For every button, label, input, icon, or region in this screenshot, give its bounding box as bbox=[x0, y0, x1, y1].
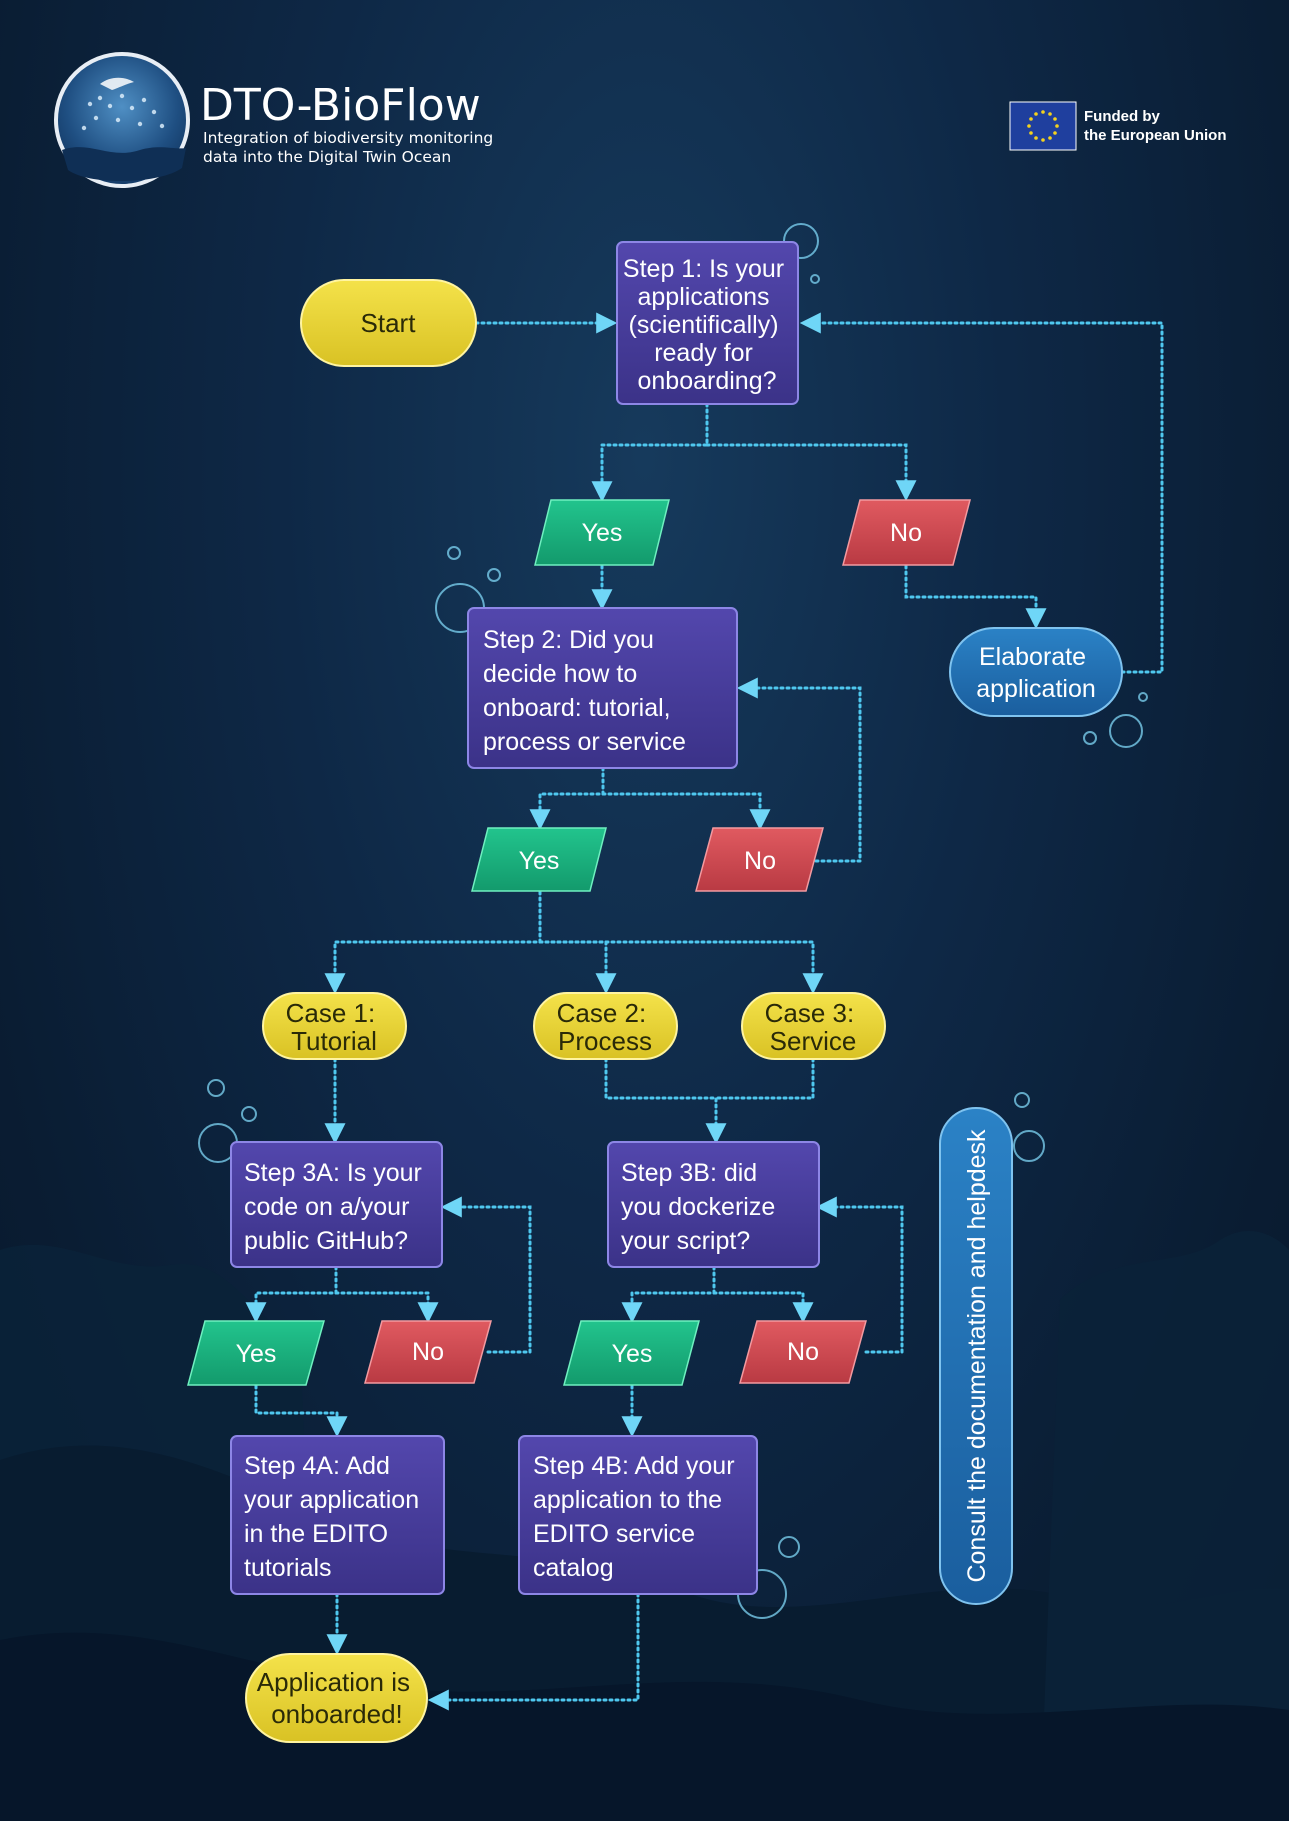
case3-text: Case 3: Service bbox=[765, 998, 862, 1056]
connector-step4b-to-onboarded bbox=[427, 1592, 640, 1711]
no2-label: No bbox=[744, 847, 776, 875]
brand-subtitle-line1: Integration of biodiversity monitoring bbox=[203, 129, 493, 147]
brand-title: DTO-BioFlow bbox=[200, 80, 481, 131]
no1-label: No bbox=[890, 519, 922, 547]
case1-terminal: Case 1: Tutorial bbox=[262, 992, 407, 1060]
step4a-text: Step 4A: Add your application in the EDI… bbox=[244, 1452, 426, 1582]
connector-step1-to-no1 bbox=[705, 443, 917, 502]
step3a-text: Step 3A: Is your code on a/your public G… bbox=[244, 1159, 429, 1255]
case3-terminal: Case 3: Service bbox=[741, 992, 886, 1060]
brand-logo bbox=[54, 52, 190, 188]
connector-case3-merge bbox=[714, 1057, 815, 1100]
connector-no3a-to-step3a bbox=[440, 1196, 532, 1354]
yes1-label: Yes bbox=[582, 519, 623, 547]
bubbles-decoration bbox=[198, 223, 1148, 1619]
elaborate-process: Elaborate application bbox=[949, 627, 1123, 717]
connector-case2-merge bbox=[604, 1057, 727, 1145]
elaborate-text: Elaborate application bbox=[976, 643, 1096, 703]
helpdesk-label: Consult the documentation and helpdesk bbox=[963, 1129, 991, 1583]
yes2-branch: Yes bbox=[471, 827, 607, 892]
connector-step2-split bbox=[529, 766, 605, 831]
step3a-decision: Step 3A: Is your code on a/your public G… bbox=[230, 1141, 443, 1268]
brand-subtitle-line2: data into the Digital Twin Ocean bbox=[203, 148, 451, 166]
case2-terminal: Case 2: Process bbox=[533, 992, 678, 1060]
yes2-label: Yes bbox=[519, 847, 560, 875]
no3a-branch: No bbox=[364, 1320, 492, 1384]
connector-step3a-split bbox=[245, 1265, 338, 1324]
step3b-decision: Step 3B: did you dockerize your script? bbox=[607, 1141, 820, 1268]
no3b-label: No bbox=[787, 1338, 819, 1366]
onboarded-terminal: Application is onboarded! bbox=[245, 1653, 428, 1743]
step3b-text: Step 3B: did you dockerize your script? bbox=[621, 1159, 782, 1255]
connector-step3b-split bbox=[621, 1265, 716, 1324]
eu-flag bbox=[1009, 101, 1077, 151]
step1-decision: Step 1: Is your applications (scientific… bbox=[616, 241, 799, 405]
connector-no2-to-step2 bbox=[736, 677, 862, 863]
connector-step2-to-no2 bbox=[601, 792, 771, 831]
onboarded-text: Application is onboarded! bbox=[257, 1667, 417, 1729]
step2-decision: Step 2: Did you decide how to onboard: t… bbox=[467, 607, 738, 769]
no3b-branch: No bbox=[739, 1320, 867, 1384]
connector-step1-split bbox=[591, 402, 709, 503]
case1-text: Case 1: Tutorial bbox=[286, 998, 383, 1056]
connector-yes2-to-case3 bbox=[538, 940, 824, 995]
yes3b-label: Yes bbox=[612, 1340, 653, 1368]
yes1-branch: Yes bbox=[534, 499, 670, 566]
step1-text: Step 1: Is your applications (scientific… bbox=[623, 255, 791, 395]
connector-no1-to-elaborate bbox=[904, 564, 1047, 630]
yes3b-branch: Yes bbox=[563, 1320, 700, 1386]
connector-step3b-to-no3b bbox=[712, 1291, 814, 1324]
yes3a-label: Yes bbox=[236, 1340, 277, 1368]
connector-yes3a-to-step4a bbox=[254, 1384, 348, 1438]
connector-yes2-split bbox=[324, 890, 542, 995]
step4a-decision: Step 4A: Add your application in the EDI… bbox=[230, 1435, 445, 1595]
connector-step3a-to-no3a bbox=[334, 1291, 439, 1324]
case2-text: Case 2: Process bbox=[557, 998, 654, 1056]
yes3a-branch: Yes bbox=[187, 1320, 325, 1386]
helpdesk-banner[interactable]: Consult the documentation and helpdesk bbox=[939, 1107, 1013, 1605]
start-label: Start bbox=[361, 308, 417, 338]
step4b-text: Step 4B: Add your application to the EDI… bbox=[533, 1452, 741, 1582]
eu-funded-line1: Funded by bbox=[1084, 108, 1160, 125]
connector-elaborate-to-step1 bbox=[799, 312, 1164, 674]
connector-no3b-to-step3b bbox=[815, 1196, 904, 1354]
no2-branch: No bbox=[695, 827, 824, 892]
start-terminal: Start bbox=[300, 279, 477, 367]
step4b-decision: Step 4B: Add your application to the EDI… bbox=[518, 1435, 758, 1595]
step2-text: Step 2: Did you decide how to onboard: t… bbox=[483, 626, 686, 756]
no1-branch: No bbox=[842, 499, 971, 566]
no3a-label: No bbox=[412, 1338, 444, 1366]
connectors bbox=[245, 312, 1164, 1711]
connector-yes2-to-case2 bbox=[538, 940, 617, 995]
eu-funded-line2: the European Union bbox=[1084, 127, 1227, 144]
